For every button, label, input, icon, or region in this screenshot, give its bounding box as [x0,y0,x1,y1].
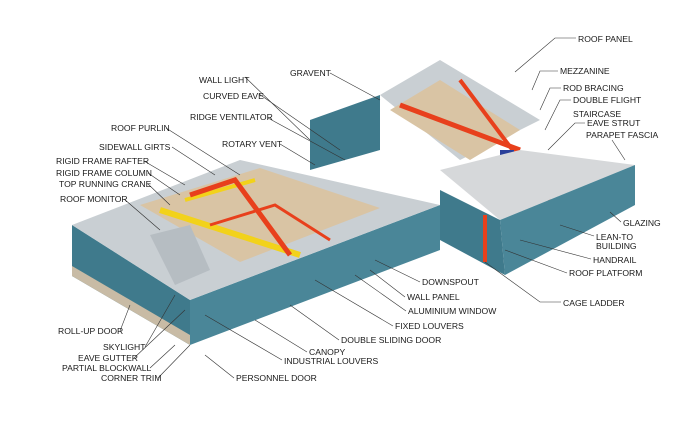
lean-to-roof [440,150,635,220]
rigid-frame [189,177,293,257]
main-side-wall [190,205,440,345]
label-eave-gutter: EAVE GUTTER [78,353,138,363]
crane-beam [159,207,301,258]
label-fixed-louvers: FIXED LOUVERS [395,321,464,331]
label-staircase: STAIRCASE [573,109,621,119]
label-mezzanine: MEZZANINE [560,66,610,76]
main-blockwall [72,266,190,345]
label-roof-purlin: ROOF PURLIN [111,123,170,133]
label-building: BUILDING [596,241,637,251]
label-curved-eave: CURVED EAVE [203,91,264,101]
label-gravent: GRAVENT [290,68,332,78]
label-personnel-door: PERSONNEL DOOR [236,373,317,383]
label-rotary-vent: ROTARY VENT [222,139,283,149]
label-roof-platform: ROOF PLATFORM [569,268,642,278]
label-roll-up-door: ROLL-UP DOOR [58,326,123,336]
tall-rafter [399,102,521,153]
label-wall-light: WALL LIGHT [199,75,250,85]
tall-end-wall [310,95,380,170]
label-canopy: CANOPY [309,347,346,357]
label-lean-to: LEAN-TO [596,232,633,242]
label-rigid-frame-column: RIGID FRAME COLUMN [56,168,152,178]
label-ridge-ventilator: RIDGE VENTILATOR [190,112,273,122]
label-cage-ladder: CAGE LADDER [563,298,625,308]
label-skylight: SKYLIGHT [103,342,146,352]
crane-beam-2 [184,178,256,202]
main-end-wall [72,225,190,345]
label-roof-monitor: ROOF MONITOR [60,194,128,204]
label-double-flight: DOUBLE FLIGHT [573,95,642,105]
label-handrail: HANDRAIL [593,255,637,265]
label-wall-panel: WALL PANEL [407,292,460,302]
label-double-sliding-door: DOUBLE SLIDING DOOR [341,335,441,345]
rigid-frame-2 [209,203,331,242]
label-glazing: GLAZING [623,218,661,228]
leader-lines [119,37,626,379]
label-roof-panel: ROOF PANEL [578,34,633,44]
label-sidewall-girts: SIDEWALL GIRTS [99,142,171,152]
label-downspout: DOWNSPOUT [422,277,480,287]
label-rigid-frame-rafter: RIGID FRAME RAFTER [56,156,149,166]
label-industrial-louvers: INDUSTRIAL LOUVERS [284,356,379,366]
lean-to-end-wall [440,190,505,275]
label-parapet-fascia: PARAPET FASCIA [586,130,659,140]
label-eave-strut: EAVE STRUT [587,118,641,128]
label-partial-blockwall: PARTIAL BLOCKWALL [62,363,152,373]
label-corner-trim: CORNER TRIM [101,373,161,383]
label-rod-bracing: ROD BRACING [563,83,624,93]
lean-to-side-wall [500,165,635,275]
label-aluminium-window: ALUMINIUM WINDOW [408,306,497,316]
label-top-running-crane: TOP RUNNING CRANE [59,179,152,189]
roof-monitor [150,225,210,285]
